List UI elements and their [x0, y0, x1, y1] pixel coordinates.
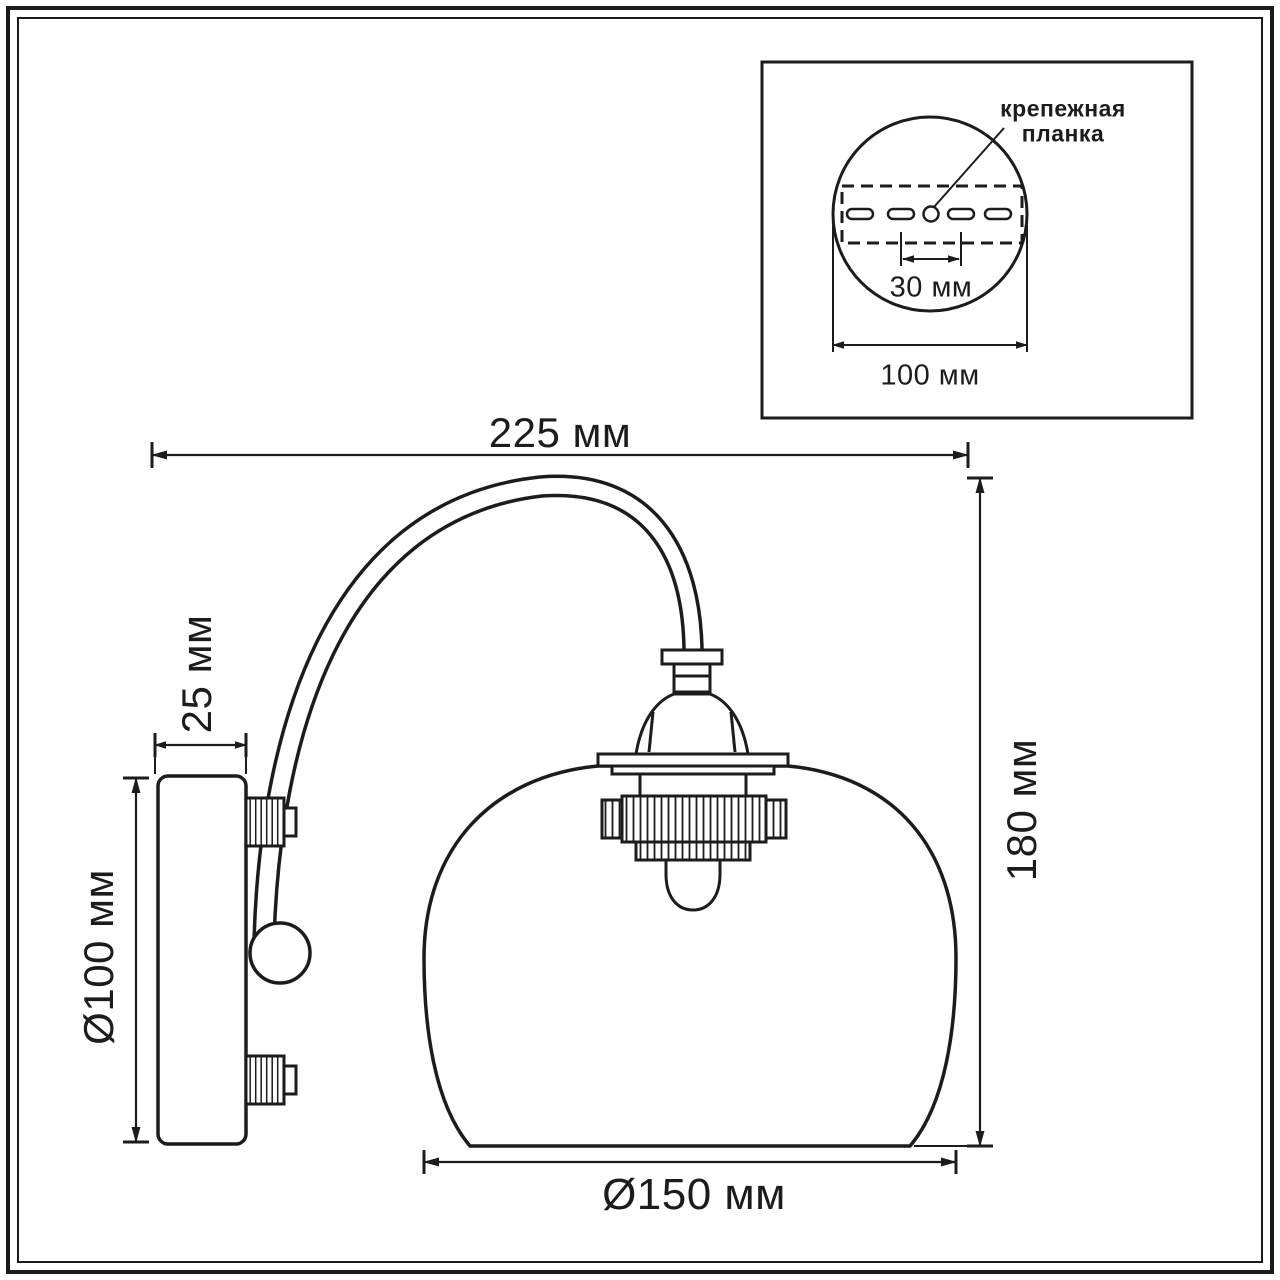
- curved-arm: [252, 474, 704, 941]
- dim-plate-diameter: [123, 776, 149, 1144]
- dim-label-plate-depth: 25 мм: [173, 614, 220, 734]
- socket-lower-band: [634, 840, 752, 862]
- socket-ribbed-band: [620, 794, 768, 844]
- center-hole: [922, 205, 940, 223]
- dim-label-plate-diameter: Ø100 мм: [75, 869, 122, 1045]
- inset-callout-line1: крепежная: [1000, 95, 1126, 122]
- holder-flange-top: [596, 752, 790, 768]
- dim-base-width: [832, 225, 1028, 352]
- bulb: [664, 858, 722, 912]
- socket-tab-right: [764, 798, 788, 840]
- dim-label-total-height: 180 мм: [998, 738, 1045, 882]
- holder-flange-bottom: [610, 764, 776, 776]
- adjustment-knob-top: [244, 796, 298, 848]
- holder-bell: [634, 692, 750, 756]
- dim-label-shade-diameter: Ø150 мм: [602, 1170, 786, 1219]
- wall-plate: [156, 774, 312, 1146]
- inset-dim-slot-spacing: 30 мм: [889, 271, 973, 304]
- arm-collar: [660, 648, 724, 666]
- dim-label-total-width: 225 мм: [488, 409, 632, 456]
- dim-plate-depth: [153, 733, 248, 774]
- dim-shade-diameter: [422, 1150, 958, 1174]
- mounting-slots: [845, 205, 1013, 223]
- pivot-ball: [248, 921, 312, 985]
- holder-neck: [672, 662, 712, 694]
- mounting-base-outline: [831, 115, 1029, 313]
- inset-dim-plate-width: 100 мм: [880, 359, 980, 392]
- inset-callout-line2: планка: [1021, 121, 1105, 147]
- inset-mounting-detail: [760, 60, 1194, 420]
- lamp-holder: [596, 648, 790, 912]
- inset-callout-label: крепежная планка: [1000, 95, 1126, 148]
- adjustment-knob-bottom: [244, 1054, 298, 1106]
- dim-slot-spacing: [900, 232, 962, 266]
- socket-tab-left: [600, 798, 624, 840]
- mounting-bracket-dashed: [840, 184, 1024, 245]
- callout-leader-line: [933, 127, 1005, 208]
- dim-total-height: [914, 476, 993, 1148]
- dim-total-width: [150, 442, 970, 468]
- dimension-lines: [123, 442, 993, 1174]
